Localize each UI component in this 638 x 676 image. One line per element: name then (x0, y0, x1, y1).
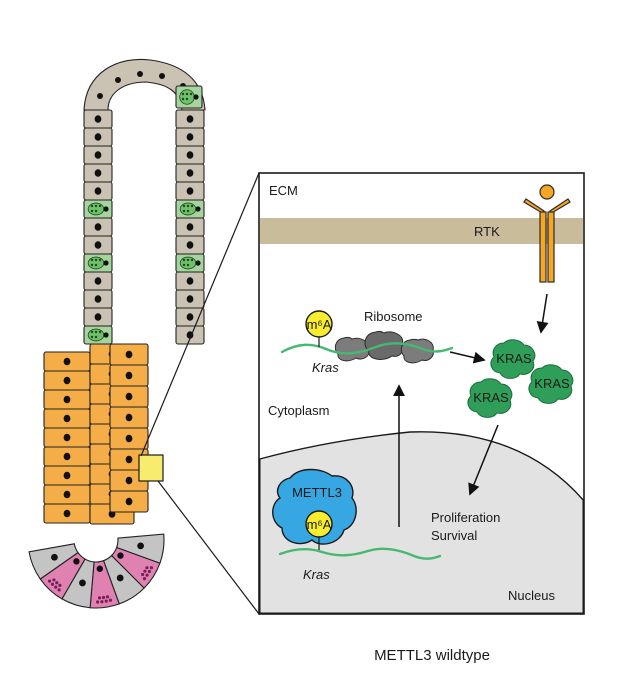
villus-right-cell-6 (175, 199, 205, 219)
villus-left-cell-3 (83, 145, 113, 165)
crypt-right-cell-5 (109, 427, 149, 450)
cytoplasmic-kras-mrna (280, 342, 454, 355)
kras-protein-3-label: KRAS (534, 376, 570, 391)
crypt-outer-left-cell-5 (43, 427, 91, 448)
m6a-mark-cytoplasm (305, 310, 333, 338)
villus-right-cell-10 (175, 271, 205, 291)
villus-left-cell-13 (83, 325, 113, 345)
villus-left-cell-7 (83, 217, 113, 237)
villus-left-cell-5 (83, 181, 113, 201)
villus-right-cell-9 (175, 253, 205, 273)
villus-right-cell-11 (175, 289, 205, 309)
villus-right-cell-4 (175, 163, 205, 183)
villus-right-cell-7 (175, 217, 205, 237)
villus-tip (83, 58, 206, 111)
ribosome-label: Ribosome (364, 309, 423, 324)
villus-right-cell-12 (175, 307, 205, 327)
kras-protein-3: KRAS (528, 364, 574, 404)
ecm-label: ECM (269, 183, 298, 198)
villus-left-cell-12 (83, 307, 113, 327)
m6a-mark-nucleus (305, 510, 333, 538)
crypt-outer-left-cell-6 (43, 446, 91, 467)
rtk-label: RTK (474, 224, 500, 239)
signaling-panel: ECM RTK Cytoplasm Nucleus Ribosome m⁶A K… (258, 172, 585, 615)
zoom-highlight-box (138, 454, 164, 482)
zoom-line-bottom (157, 480, 260, 615)
crypt-right-cell-2 (109, 364, 149, 387)
villus-left-cell-8 (83, 235, 113, 255)
goblet-cell-tip (175, 85, 203, 109)
intestinal-villus-crypt (28, 58, 206, 609)
villus-right-cell-3 (175, 145, 205, 165)
crypt-outer-left-cell-1 (43, 351, 91, 372)
villus-right-cell-5 (175, 181, 205, 201)
crypt-outer-left-cell-9 (43, 503, 91, 524)
crypt-base-cell-6 (39, 551, 86, 600)
proliferation-label: Proliferation (431, 510, 500, 525)
kras-mrna-label-nucleus: Kras (303, 567, 330, 582)
crypt-outer-left-cell-8 (43, 484, 91, 505)
m6a-label-cytoplasm: m⁶A (307, 317, 332, 332)
m6a-label-nucleus: m⁶A (307, 517, 332, 532)
figure-caption: METTL3 wildtype (374, 647, 490, 664)
crypt-outer-left-cell-4 (43, 408, 91, 429)
villus-tip-nucleus-1 (97, 93, 103, 99)
villus-right-cell-2 (175, 127, 205, 147)
zoom-line-top (140, 172, 260, 457)
kras-mrna-label-cytoplasm: Kras (312, 360, 339, 375)
villus-left-cell-6 (83, 199, 113, 219)
villus-tip-nucleus-3 (137, 71, 143, 77)
kras-protein-2-label: KRAS (473, 390, 509, 405)
mettl3-enzyme (272, 468, 357, 545)
villus-left-cell-2 (83, 127, 113, 147)
crypt-right-cell-8 (109, 490, 149, 513)
cytoplasm-label: Cytoplasm (268, 403, 329, 418)
kras-protein-1: KRAS (490, 339, 536, 379)
villus-left-cell-11 (83, 289, 113, 309)
villus-tip-nucleus-4 (159, 73, 165, 79)
arrow-rtk-to-kras (536, 293, 549, 334)
villus-left-cell-4 (83, 163, 113, 183)
villus-right-cell-8 (175, 235, 205, 255)
kras-protein-2: KRAS (467, 378, 513, 418)
survival-label: Survival (431, 528, 477, 543)
villus-right-cell-13 (175, 325, 205, 345)
arrow-kras-to-proliferation (468, 424, 499, 496)
crypt-right-cell-1 (109, 343, 149, 366)
nuclear-kras-mrna (278, 547, 442, 560)
villus-left-cell-10 (83, 271, 113, 291)
cell-membrane (260, 218, 583, 244)
crypt-outer-left-cell-2 (43, 370, 91, 391)
crypt-outer-left-cell-7 (43, 465, 91, 486)
mettl3-label: METTL3 (292, 485, 342, 500)
rtk-receptor (523, 184, 571, 283)
crypt-outer-left-cell-3 (43, 389, 91, 410)
villus-right-cell-1 (175, 109, 205, 129)
crypt-right-cell-3 (109, 385, 149, 408)
crypt-base-cell-7 (28, 543, 79, 580)
crypt-right-cell-4 (109, 406, 149, 429)
villus-left-cell-1 (83, 109, 113, 129)
nucleus-label: Nucleus (508, 588, 555, 603)
villus-tip-nucleus-2 (115, 77, 121, 83)
arrow-translation-to-kras (449, 351, 486, 364)
villus-left-cell-9 (83, 253, 113, 273)
kras-protein-1-label: KRAS (496, 351, 532, 366)
